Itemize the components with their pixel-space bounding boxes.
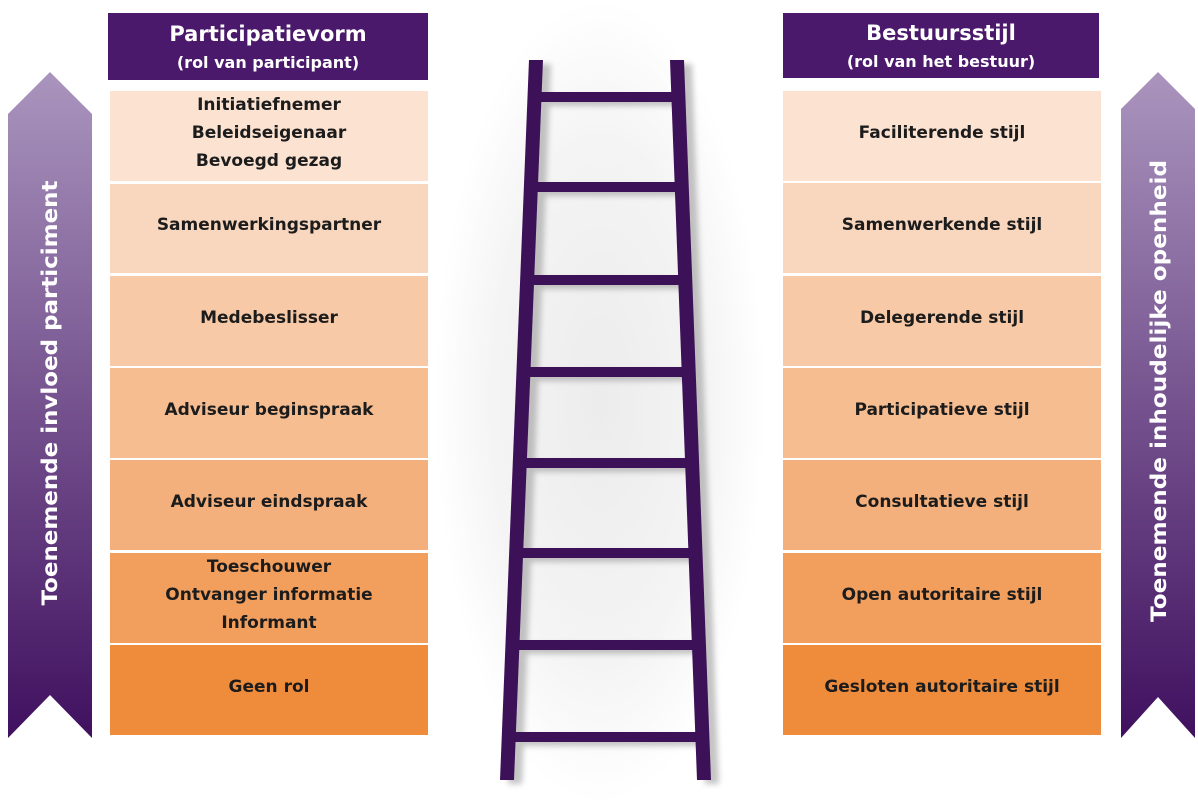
row-line: Samenwerkende stijl [841, 215, 1043, 236]
participatievorm-title: Participatievorm [169, 21, 367, 46]
row-line: Toeschouwer [206, 556, 332, 577]
bestuursstijl-row: Delegerende stijl [783, 275, 1101, 366]
row-line: Bevoegd gezag [195, 151, 343, 171]
ladder-rung [533, 92, 681, 102]
ladder-left-rail [500, 60, 543, 780]
participatievorm-row: Toeschouwer Ontvanger informatie Informa… [110, 552, 428, 643]
row-line: Open autoritaire stijl [841, 584, 1043, 605]
ladder-rung [510, 640, 701, 650]
row-line: Ontvanger informatie [165, 584, 373, 605]
ladder-rung [518, 458, 694, 468]
ladder-rung [514, 548, 697, 558]
row-line: Beleidseigenaar [191, 123, 347, 143]
row-line: Delegerende stijl [859, 307, 1025, 328]
ladder-rung [529, 182, 684, 192]
bestuursstijl-list: Faciliterende stijl Samenwerkende stijl … [783, 91, 1101, 736]
ladder-rung [506, 732, 705, 742]
bestuursstijl-row: Consultatieve stijl [783, 460, 1101, 551]
row-line: Medebeslisser [200, 307, 338, 328]
participatievorm-row: Initiatiefnemer Beleidseigenaar Bevoegd … [110, 91, 428, 181]
left-arrow: Toenemende invloed particiment [8, 72, 92, 738]
row-line: Adviseur eindspraak [170, 492, 368, 513]
right-arrow: Toenemende inhoudelijke openheid [1121, 72, 1195, 738]
ladder-rung [521, 367, 691, 377]
participatievorm-row: Geen rol [110, 645, 428, 735]
row-line: Faciliterende stijl [858, 122, 1026, 143]
left-arrow-shape [8, 72, 92, 738]
participatievorm-row: Medebeslisser [110, 275, 428, 366]
row-line: Consultatieve stijl [855, 492, 1029, 513]
row-line: Gesloten autoritaire stijl [824, 677, 1060, 698]
participatievorm-row: Adviseur eindspraak [110, 460, 428, 551]
row-line: Initiatiefnemer [197, 95, 341, 115]
bestuursstijl-row: Faciliterende stijl [783, 91, 1101, 181]
right-arrow-label: Toenemende inhoudelijke openheid [1147, 160, 1171, 622]
bestuursstijl-row: Participatieve stijl [783, 368, 1101, 458]
bestuursstijl-header: Bestuursstijl (rol van het bestuur) [783, 13, 1099, 78]
bestuursstijl-title: Bestuursstijl [866, 20, 1016, 45]
participatievorm-row: Samenwerkingspartner [110, 183, 428, 274]
row-line: Adviseur beginspraak [164, 399, 374, 420]
ladder [500, 60, 711, 780]
ladder-backdrop [435, 0, 765, 804]
bestuursstijl-row: Open autoritaire stijl [783, 552, 1101, 643]
ladder-right-rail [670, 60, 711, 780]
row-line: Geen rol [228, 677, 310, 698]
ladder-rung [525, 275, 687, 285]
participatievorm-list: Initiatiefnemer Beleidseigenaar Bevoegd … [110, 91, 428, 735]
bestuursstijl-subtitle: (rol van het bestuur) [846, 51, 1036, 71]
bestuursstijl-row: Gesloten autoritaire stijl [783, 645, 1101, 736]
participatievorm-header: Participatievorm (rol van participant) [108, 13, 428, 80]
participatievorm-row: Adviseur beginspraak [110, 368, 428, 458]
row-line: Informant [221, 612, 317, 633]
participatievorm-subtitle: (rol van participant) [176, 52, 360, 72]
right-arrow-shape [1121, 72, 1195, 738]
row-line: Participatieve stijl [854, 400, 1030, 420]
row-line: Samenwerkingspartner [156, 215, 382, 236]
bestuursstijl-row: Samenwerkende stijl [783, 183, 1101, 274]
left-arrow-label: Toenemende invloed particiment [38, 181, 62, 606]
